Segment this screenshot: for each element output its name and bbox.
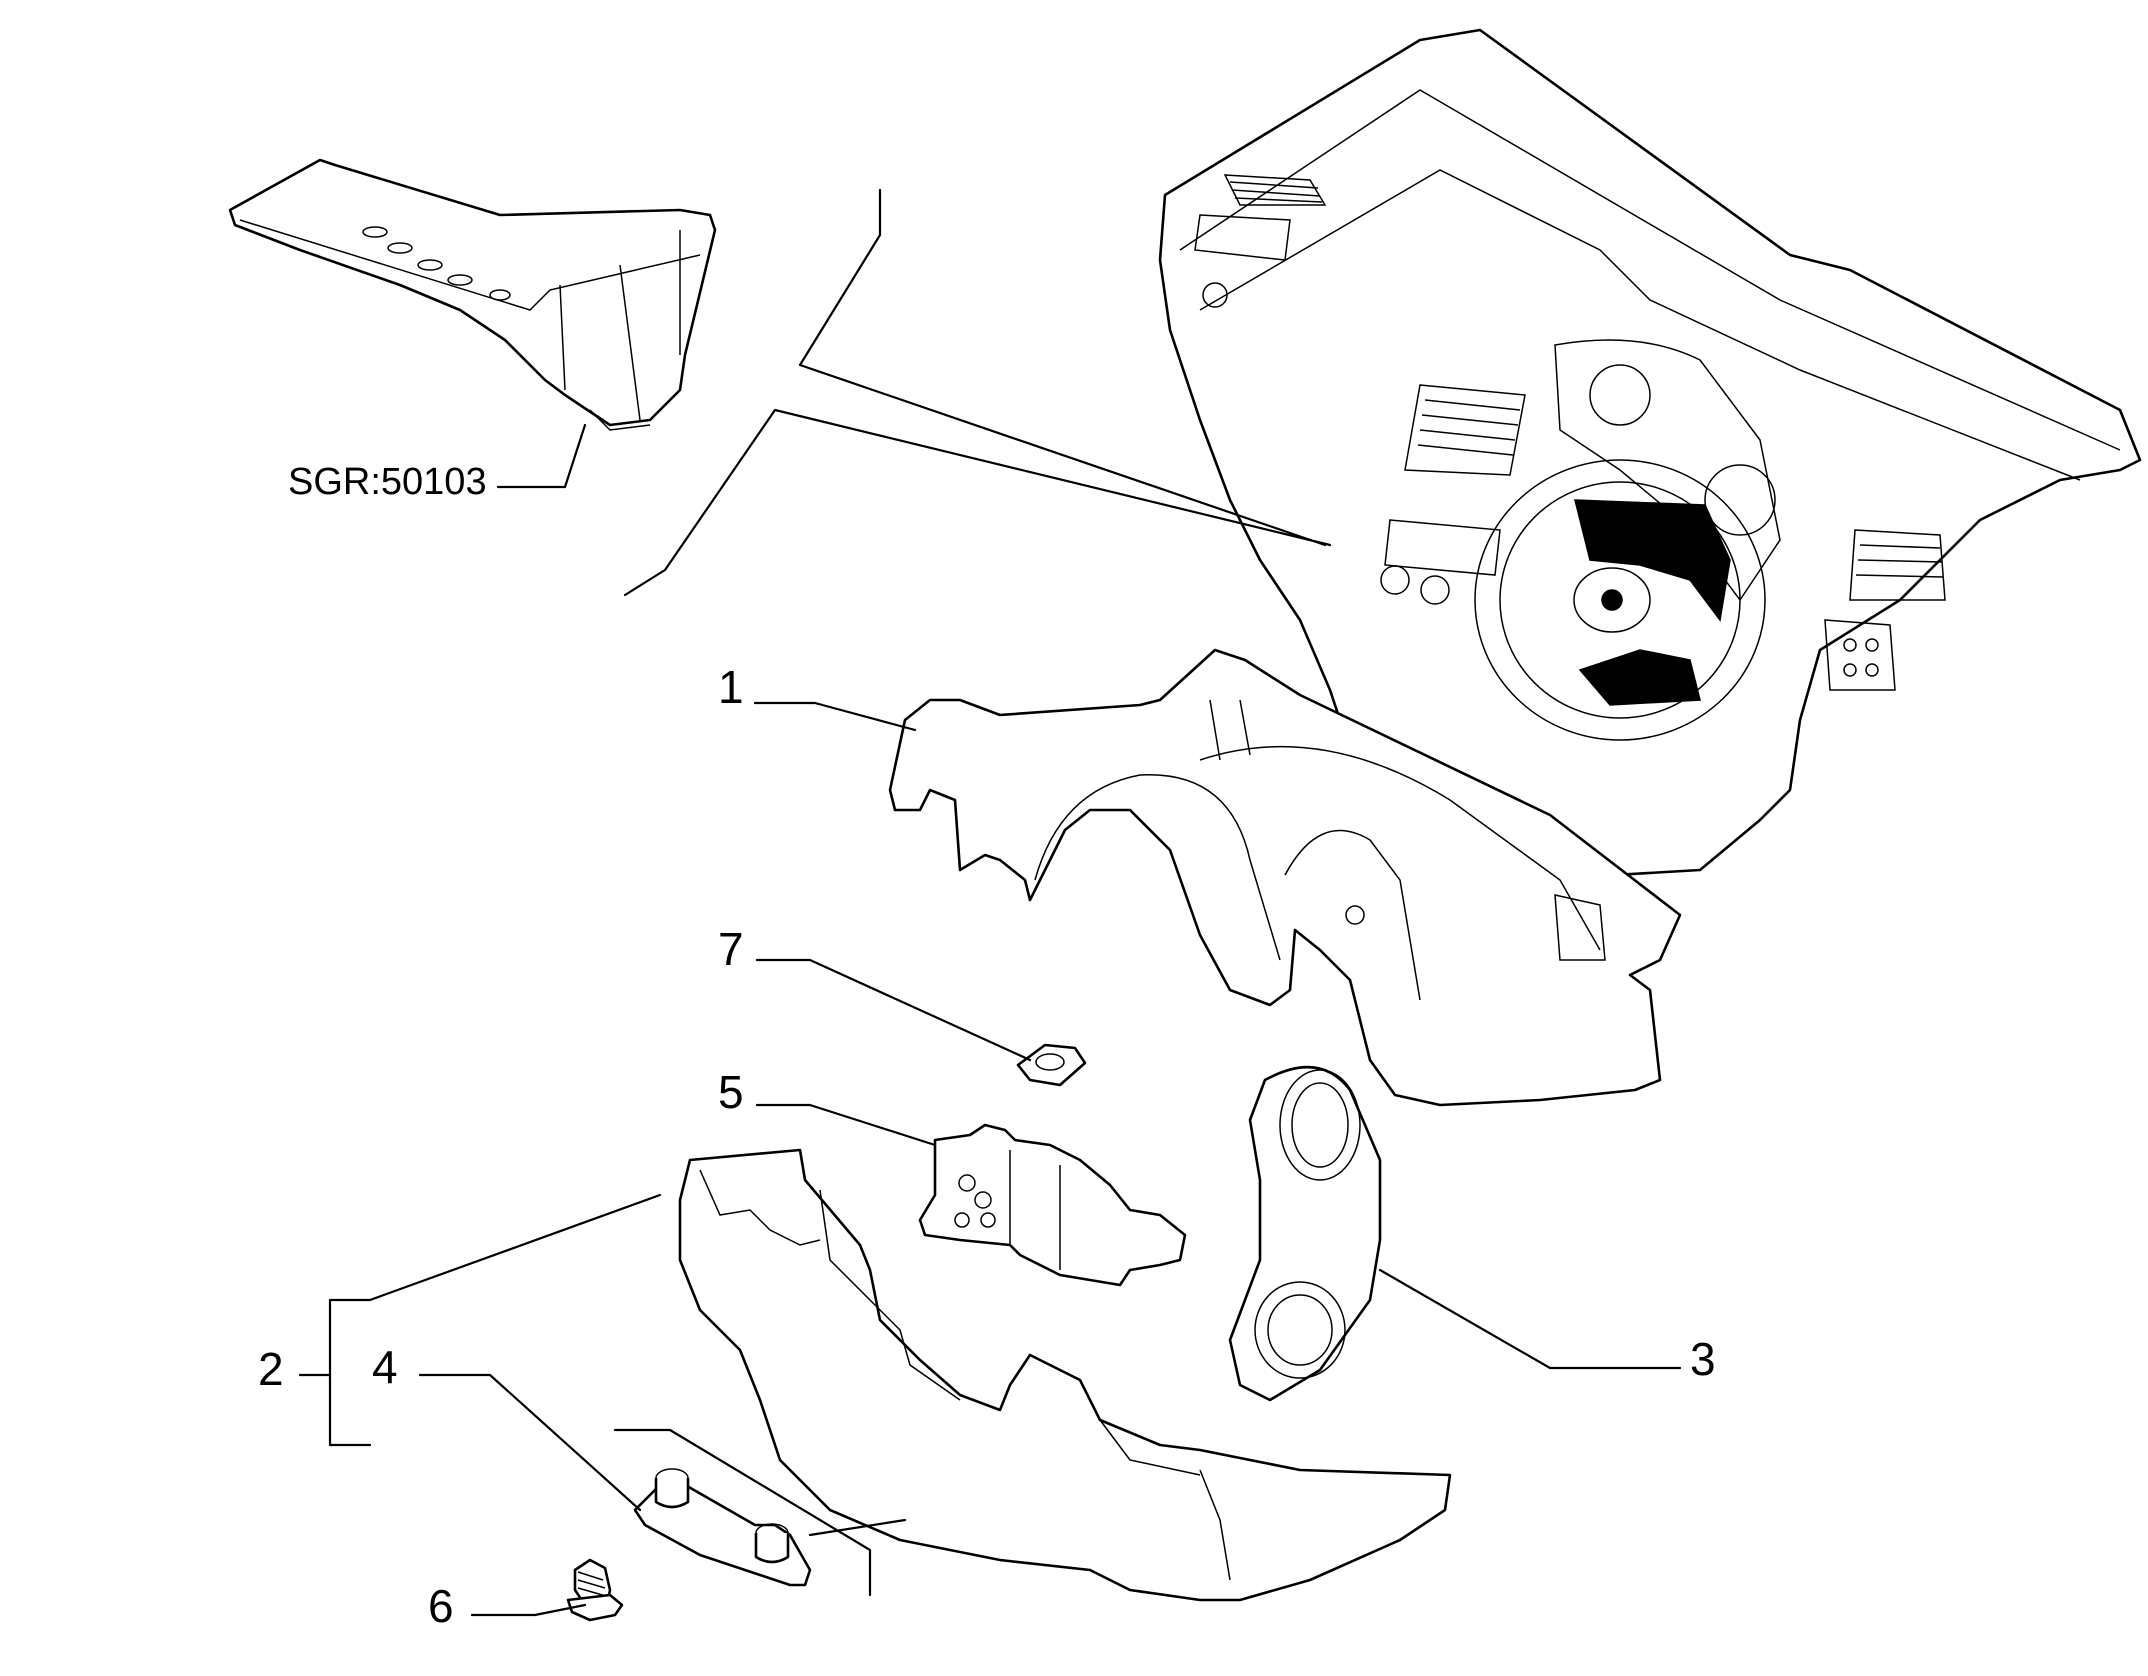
part-1-upper-column-cover <box>888 648 1682 1107</box>
part-2-lower-column-cover <box>678 1148 1452 1602</box>
steering-wheel-icon <box>1474 459 1766 741</box>
leader-6 <box>470 1603 587 1617</box>
brand-logo-icon <box>1202 282 1228 308</box>
callout-6: 6 <box>428 1580 454 1632</box>
leader-1 <box>753 701 917 732</box>
part-6-screw <box>566 1558 624 1622</box>
support-bracket-illustration <box>228 158 717 431</box>
reference-code-label: SGR:50103 <box>288 461 487 503</box>
part-4-cap-strip <box>633 1468 812 1587</box>
callout-5: 5 <box>718 1066 744 1118</box>
leader-3 <box>1378 1268 1682 1370</box>
leader-4 <box>418 1373 642 1512</box>
dashboard-overview-illustration <box>1158 28 2142 892</box>
cap-strip-alignment-line <box>613 1428 907 1597</box>
leader-sgr <box>496 423 587 489</box>
callout-4: 4 <box>372 1341 398 1393</box>
callout-3: 3 <box>1690 1333 1716 1385</box>
detail-pointer-lines <box>623 188 1332 597</box>
callout-7: 7 <box>718 923 744 975</box>
part-7-clip <box>1016 1043 1087 1087</box>
callout-1: 1 <box>718 661 744 713</box>
leader-5 <box>755 1103 937 1147</box>
leader-2-bracket <box>298 1193 662 1447</box>
part-3-trim-panel <box>1228 1065 1382 1402</box>
leader-7 <box>755 958 1032 1062</box>
callout-2: 2 <box>258 1343 284 1395</box>
part-5-mounting-bracket <box>918 1123 1187 1287</box>
